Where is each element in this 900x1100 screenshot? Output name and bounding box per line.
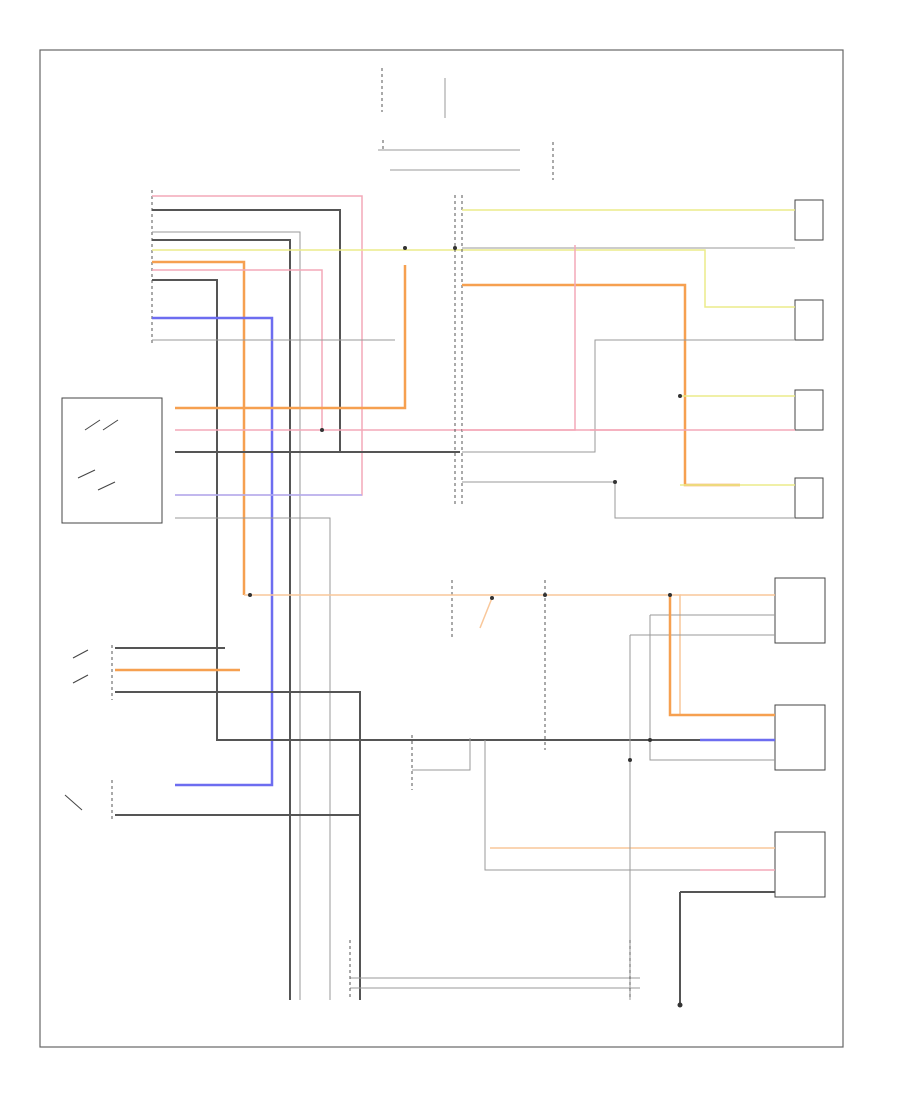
right-actuators	[590, 199, 824, 519]
ground-bus	[289, 892, 681, 1005]
door-lock-switch	[61, 397, 163, 524]
center-lower	[217, 580, 740, 871]
junction-top	[378, 140, 554, 180]
right-switches	[490, 577, 826, 1000]
splice-points	[248, 246, 683, 1008]
switch-harness	[175, 265, 660, 1000]
diagram-border	[39, 49, 844, 1048]
left-wires	[152, 195, 740, 1000]
relay-block	[244, 580, 681, 715]
control-module	[454, 195, 740, 519]
door-key-switch	[72, 645, 361, 1000]
fuse-block	[381, 68, 446, 118]
cylinder-switch	[64, 780, 360, 820]
